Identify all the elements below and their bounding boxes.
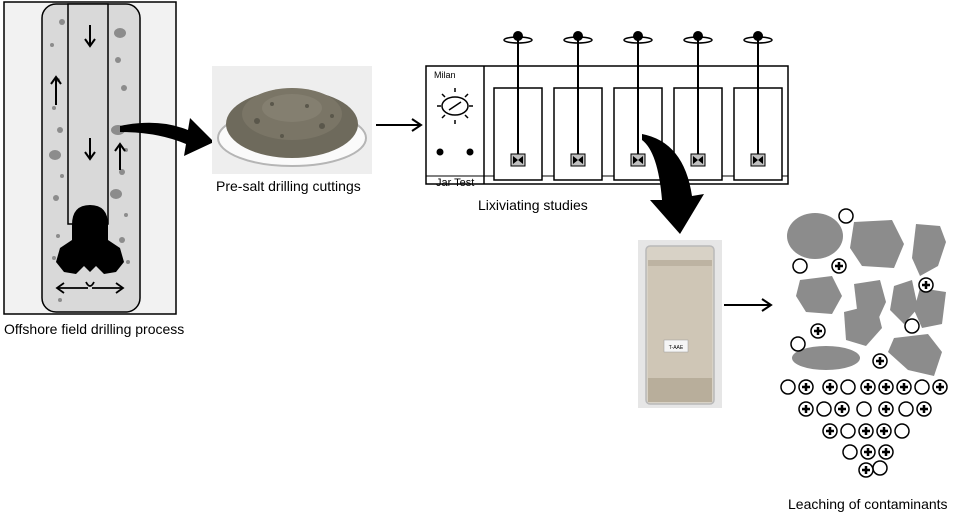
drill-pipe — [68, 4, 108, 224]
neutral-ion — [899, 402, 913, 416]
soil-particles — [787, 213, 946, 376]
curved-arrow-3 — [640, 130, 724, 242]
neutral-ion — [915, 380, 929, 394]
indicator-dot-left — [437, 149, 444, 156]
neutral-ion — [793, 259, 807, 273]
jar-1 — [494, 31, 542, 180]
curved-arrow-1 — [118, 110, 218, 160]
jar-2 — [554, 31, 602, 180]
jars — [494, 31, 782, 180]
neutral-ion — [839, 209, 853, 223]
neutral-ion — [791, 337, 805, 351]
indicator-dot-right — [467, 149, 474, 156]
neutral-ion — [841, 424, 855, 438]
jar-test-name: Jar Test — [436, 177, 474, 189]
neutral-ion — [817, 402, 831, 416]
cuttings-label: Pre-salt drilling cuttings — [216, 178, 361, 194]
drilling-label: Offshore field drilling process — [4, 321, 184, 337]
neutral-ion — [843, 445, 857, 459]
neutral-ion — [781, 380, 795, 394]
jar-test-apparatus: Milan Jar Test — [424, 26, 792, 192]
cuttings-photo — [212, 66, 372, 174]
neutral-ion — [841, 380, 855, 394]
leaching-label: Leaching of contaminants — [788, 496, 948, 512]
arrow-4 — [724, 298, 774, 312]
beaker-tag: T-AAE — [669, 345, 684, 351]
neutral-ion — [905, 319, 919, 333]
arrow-2 — [376, 118, 424, 132]
lixiviating-label: Lixiviating studies — [478, 197, 588, 213]
neutral-ion — [857, 402, 871, 416]
beaker-photo: T-AAE — [638, 240, 722, 408]
leaching-diagram — [770, 200, 968, 480]
neutral-ion — [895, 424, 909, 438]
neutral-ion — [873, 461, 887, 475]
jar-test-brand: Milan — [434, 70, 456, 80]
drilling-well-diagram — [0, 0, 200, 320]
jar-5 — [734, 31, 782, 180]
